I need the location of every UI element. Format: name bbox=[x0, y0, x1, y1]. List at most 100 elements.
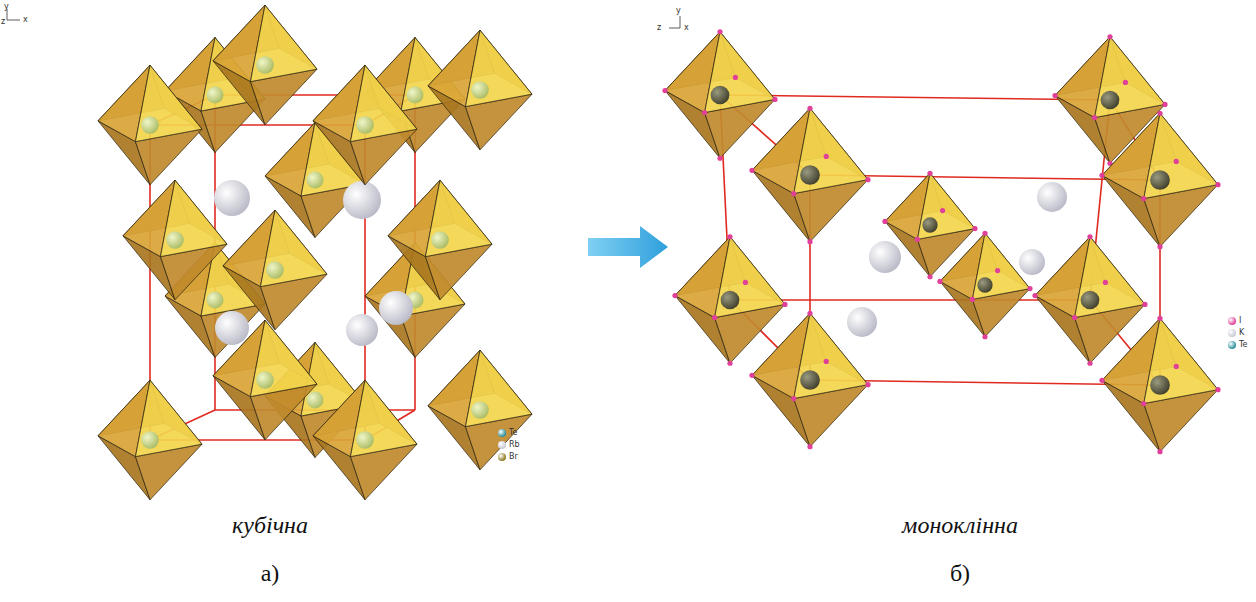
halide-atom bbox=[995, 268, 1000, 273]
central-atom bbox=[207, 292, 224, 309]
octahedron bbox=[313, 380, 417, 500]
halide-atom bbox=[1141, 196, 1146, 201]
halide-atom bbox=[712, 315, 717, 320]
octahedron-face bbox=[135, 65, 202, 141]
octahedron-face bbox=[160, 180, 227, 256]
axis-label: z bbox=[1, 17, 5, 26]
halide-atom bbox=[743, 280, 748, 285]
halide-atom bbox=[927, 171, 932, 176]
octahedron bbox=[428, 350, 532, 470]
axis-line bbox=[7, 20, 20, 21]
legend-row: Te bbox=[498, 428, 517, 437]
halide-atom bbox=[915, 237, 920, 242]
halide-atom bbox=[807, 311, 812, 316]
central-atom bbox=[711, 86, 730, 105]
legend-text: Rb bbox=[509, 440, 520, 449]
central-atom bbox=[407, 87, 424, 104]
halide-atom bbox=[791, 396, 796, 401]
transition-arrow bbox=[588, 226, 668, 268]
halide-atom bbox=[940, 208, 945, 213]
legend-swatch bbox=[1228, 329, 1236, 337]
halide-atom bbox=[1142, 302, 1147, 307]
halide-atom bbox=[717, 29, 722, 34]
legend-swatch bbox=[1228, 341, 1236, 349]
central-atom bbox=[800, 370, 820, 390]
octahedron bbox=[1099, 111, 1220, 250]
central-atom bbox=[471, 81, 489, 99]
halide-atom bbox=[1087, 234, 1092, 239]
central-atom bbox=[1150, 375, 1170, 395]
central-atom bbox=[141, 116, 159, 134]
octahedron bbox=[98, 65, 202, 185]
cubic-structure bbox=[98, 5, 532, 500]
octahedron-face bbox=[425, 180, 492, 256]
caption: кубічна bbox=[232, 512, 308, 539]
cation-sphere bbox=[869, 241, 901, 273]
central-atom bbox=[266, 261, 284, 279]
halide-atom bbox=[702, 110, 707, 115]
octahedron bbox=[1032, 234, 1147, 366]
halide-atom bbox=[1157, 244, 1162, 249]
halide-atom bbox=[1162, 102, 1167, 107]
central-atom bbox=[166, 231, 184, 249]
octahedron bbox=[937, 231, 1032, 340]
halide-atom bbox=[1027, 286, 1032, 291]
halide-atom bbox=[927, 274, 932, 279]
octahedron bbox=[313, 65, 417, 185]
legend-row: Br bbox=[498, 452, 518, 461]
legend-row: Te bbox=[1228, 340, 1247, 349]
legend-row: Rb bbox=[498, 440, 520, 449]
cation-sphere bbox=[847, 307, 877, 337]
legend-swatch bbox=[498, 429, 506, 437]
central-atom bbox=[307, 172, 324, 189]
halide-atom bbox=[1123, 80, 1128, 85]
halide-atom bbox=[807, 106, 812, 111]
halide-atom bbox=[807, 239, 812, 244]
octahedron-face bbox=[794, 108, 868, 193]
octahedron-face bbox=[135, 380, 202, 456]
octahedron bbox=[672, 234, 787, 366]
halide-atom bbox=[970, 297, 975, 302]
halide-atom bbox=[727, 234, 732, 239]
octahedron-face bbox=[705, 32, 775, 113]
halide-atom bbox=[733, 75, 738, 80]
octahedron-face bbox=[794, 313, 868, 398]
legend-row: I bbox=[1228, 316, 1241, 325]
octahedron-face bbox=[350, 65, 417, 141]
halide-atom bbox=[782, 302, 787, 307]
octahedron-face bbox=[1075, 237, 1145, 318]
cation-sphere bbox=[215, 311, 249, 345]
legend-swatch bbox=[1228, 317, 1236, 325]
halide-atom bbox=[1072, 315, 1077, 320]
legend-text: Te bbox=[509, 428, 517, 437]
octahedron bbox=[98, 380, 202, 500]
halide-atom bbox=[749, 373, 754, 378]
halide-atom bbox=[1215, 182, 1220, 187]
octahedron bbox=[223, 210, 327, 330]
halide-atom bbox=[1157, 449, 1162, 454]
halide-atom bbox=[772, 97, 777, 102]
octahedron-face bbox=[1144, 113, 1218, 198]
cation-sphere bbox=[214, 180, 250, 216]
cation-sphere bbox=[1037, 182, 1067, 212]
halide-atom bbox=[1215, 387, 1220, 392]
halide-atom bbox=[1099, 378, 1104, 383]
central-atom bbox=[141, 431, 159, 449]
octahedron-face bbox=[1144, 318, 1218, 403]
octahedron-face bbox=[715, 237, 785, 318]
central-atom bbox=[977, 277, 992, 292]
octahedron-face bbox=[350, 380, 417, 456]
halide-atom bbox=[1103, 280, 1108, 285]
halide-atom bbox=[1141, 401, 1146, 406]
axis-label: x bbox=[684, 23, 689, 32]
halide-atom bbox=[791, 191, 796, 196]
halide-atom bbox=[1107, 34, 1112, 39]
halide-atom bbox=[865, 382, 870, 387]
halide-atom bbox=[882, 219, 887, 224]
octahedron bbox=[213, 320, 317, 440]
halide-atom bbox=[1032, 293, 1037, 298]
caption: моноклінна bbox=[902, 512, 1018, 539]
unit-cell-edge bbox=[730, 299, 1090, 301]
